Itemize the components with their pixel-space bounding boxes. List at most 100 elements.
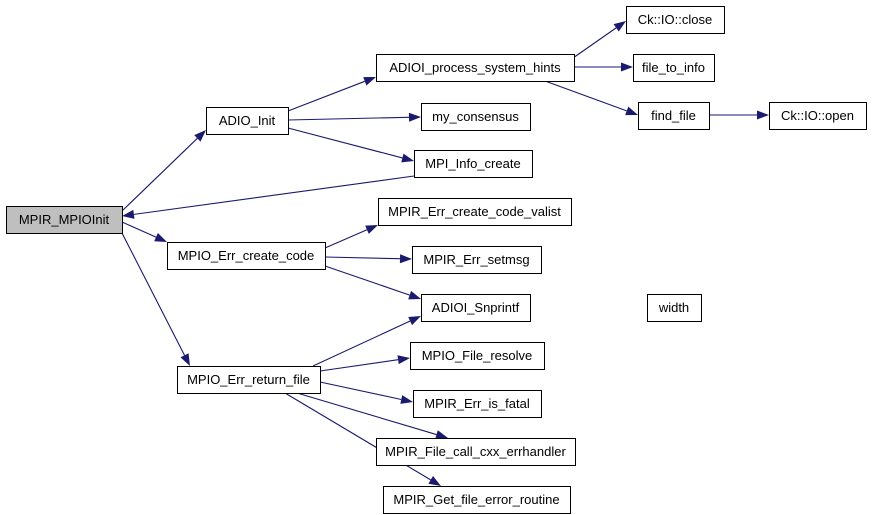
node-box[interactable] [414,150,533,178]
call-edge [324,225,378,249]
node-label: MPIR_File_call_cxx_errhandler [385,444,566,459]
call-edge-arrowhead-icon [408,112,421,122]
graph-node-mpir_err_is_fatal[interactable]: MPIR_Err_is_fatal [413,390,542,418]
edges-layer [121,21,769,486]
node-label: MPIR_MPIOInit [19,212,110,227]
graph-node-mpir_mpioinit[interactable]: MPIR_MPIOInit [6,206,123,234]
call-edge [121,232,190,366]
call-edge-arrowhead-icon [435,430,448,439]
node-label: MPIR_Err_is_fatal [424,396,530,411]
node-label: MPIR_Err_setmsg [423,252,529,267]
call-edge-line [324,229,368,249]
graph-node-file_to_info[interactable]: file_to_info [633,54,715,82]
call-edge-arrowhead-icon [365,225,378,234]
call-edge-line [319,381,402,401]
call-edge [122,175,415,219]
call-edge [324,254,412,264]
nodes-layer: MPIR_MPIOInit ADIO_Init ADIOI_process_syst… [6,6,867,514]
node-label: my_consensus [432,109,519,124]
node-label: width [658,300,689,315]
node-label: ADIOI_Snprintf [432,300,520,315]
call-edge-arrowhead-icon [400,395,413,404]
call-edge-arrowhead-icon [399,254,412,264]
node-box[interactable] [633,54,715,82]
graph-node-ck_io_open[interactable]: Ck::IO::open [769,102,867,130]
node-label: MPIR_Err_create_code_valist [388,204,561,219]
node-box[interactable] [421,294,531,322]
call-edge-arrowhead-icon [180,353,190,366]
node-label: MPIO_Err_return_file [187,372,310,387]
call-edge-line [284,392,431,481]
node-box[interactable] [376,438,576,466]
call-edge-arrowhead-icon [194,130,206,142]
call-edge-line [121,137,198,212]
node-box[interactable] [167,242,326,270]
call-edge-line [324,265,410,296]
node-box[interactable] [638,102,710,130]
call-edge-line [544,80,627,112]
node-box[interactable] [376,54,575,82]
graph-node-mpir_get_file_error_routine[interactable]: MPIR_Get_file_error_routine [383,486,571,514]
node-box[interactable] [6,206,123,234]
call-edge-line [287,127,403,159]
graph-node-mpio_err_create_code[interactable]: MPIO_Err_create_code [167,242,326,270]
call-edge [121,130,206,212]
graph-node-mpir_file_call_cxx_errhandler[interactable]: MPIR_File_call_cxx_errhandler [376,438,576,466]
call-edge-line [287,80,366,112]
graph-node-mpio_file_resolve[interactable]: MPIO_File_resolve [410,342,545,370]
call-edge-arrowhead-icon [363,77,376,86]
graph-node-find_file[interactable]: find_file [638,102,710,130]
graph-node-mpir_err_setmsg[interactable]: MPIR_Err_setmsg [412,246,542,274]
node-label: ADIOI_process_system_hints [389,60,561,75]
node-box[interactable] [378,198,572,226]
call-edge-line [324,256,401,260]
call-edge-arrowhead-icon [408,316,421,326]
graph-node-mpio_err_return_file[interactable]: MPIO_Err_return_file [177,366,321,394]
node-box[interactable] [177,366,321,394]
node-box[interactable] [410,342,545,370]
call-edge-line [287,116,410,121]
node-box[interactable] [647,294,702,322]
call-edge [709,110,769,120]
node-label: Ck::IO::close [638,12,712,27]
call-edge-arrowhead-icon [613,21,626,32]
node-label: ADIO_Init [219,113,276,128]
call-edge [574,62,633,72]
node-box[interactable] [383,486,571,514]
call-edge-arrowhead-icon [122,209,135,219]
call-edge [312,316,421,367]
call-edge-arrowhead-icon [408,290,421,300]
graph-node-adio_init[interactable]: ADIO_Init [206,107,289,135]
call-edge-line [312,320,411,367]
node-label: Ck::IO::open [781,108,854,123]
call-edge-line [296,392,437,436]
graph-node-width[interactable]: width [647,294,702,322]
call-edge [287,77,376,112]
node-box[interactable] [769,102,867,130]
graph-node-adioi_process_system_hints[interactable]: ADIOI_process_system_hints [376,54,575,82]
node-box[interactable] [626,6,725,34]
node-box[interactable] [421,103,531,131]
node-box[interactable] [206,107,289,135]
graph-node-adioi_snprintf[interactable]: ADIOI_Snprintf [421,294,531,322]
call-edge-arrowhead-icon [397,355,410,365]
graph-node-mpir_err_create_code_valist[interactable]: MPIR_Err_create_code_valist [378,198,572,226]
call-edge [324,265,421,300]
graph-node-ck_io_close[interactable]: Ck::IO::close [626,6,725,34]
node-label: find_file [651,108,696,123]
call-edge [296,392,448,439]
call-edge-arrowhead-icon [154,233,167,242]
call-edge-line [121,221,157,238]
node-label: MPI_Info_create [425,156,520,171]
graph-node-my_consensus[interactable]: my_consensus [421,103,531,131]
node-box[interactable] [413,390,542,418]
call-edge-arrowhead-icon [401,153,414,163]
node-label: MPIO_Err_create_code [178,248,315,263]
call-edge-arrowhead-icon [428,475,441,486]
call-edge-line [121,232,186,356]
call-edge-arrowhead-icon [621,62,633,72]
node-box[interactable] [412,246,542,274]
graph-node-mpi_info_create[interactable]: MPI_Info_create [414,150,533,178]
call-edge [287,112,421,122]
